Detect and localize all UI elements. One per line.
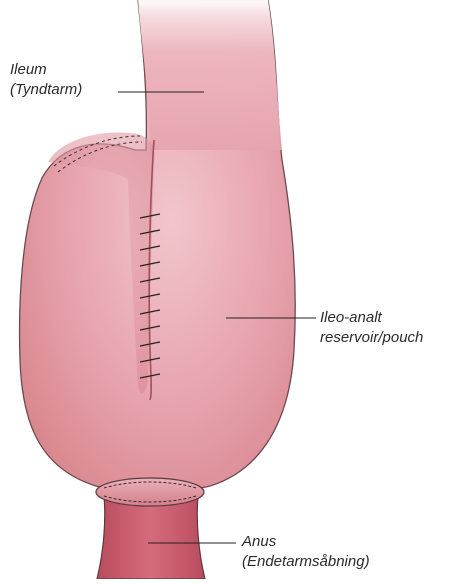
anus-label: Anus (Endetarmsåbning) <box>242 532 370 572</box>
anus-label-line2: (Endetarmsåbning) <box>242 552 370 572</box>
pouch-label-line2: reservoir/pouch <box>320 328 423 348</box>
ileum-label: Ileum (Tyndtarm) <box>10 60 82 100</box>
ileum-label-line2: (Tyndtarm) <box>10 80 82 100</box>
pouch-label: Ileo-analt reservoir/pouch <box>320 308 423 348</box>
anus-label-line1: Anus <box>242 532 370 552</box>
ileum-label-line1: Ileum <box>10 60 82 80</box>
pouch-label-line1: Ileo-analt <box>320 308 423 328</box>
ileum-tube <box>138 0 282 150</box>
anal-canal <box>97 496 205 579</box>
